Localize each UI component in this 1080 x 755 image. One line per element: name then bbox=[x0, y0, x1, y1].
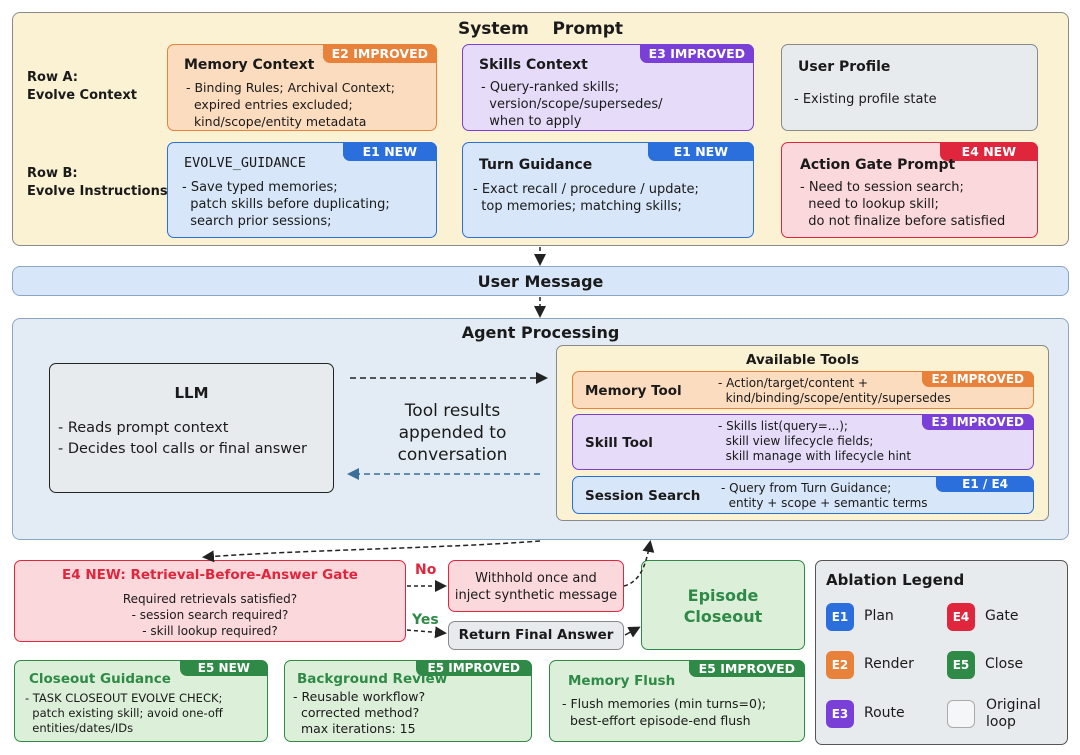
withhold-text: Withhold once and inject synthetic messa… bbox=[454, 571, 618, 603]
turn-guidance-box: E1 NEW Turn Guidance - Exact recall / pr… bbox=[462, 142, 754, 238]
arrow-agent-to-gate bbox=[202, 540, 541, 563]
e2-improved-tag: E2 IMPROVED bbox=[322, 44, 437, 63]
skill-tool-box: E3 IMPROVED Skill Tool - Skills list(que… bbox=[572, 414, 1034, 470]
background-review-body: - Reusable workflow? corrected method? m… bbox=[293, 689, 426, 736]
session-search-body: - Query from Turn Guidance; entity + sco… bbox=[721, 481, 928, 510]
memory-tool-box: E2 IMPROVED Memory Tool - Action/target/… bbox=[572, 371, 1034, 409]
e5-improved-tag: E5 IMPROVED bbox=[415, 660, 532, 676]
legend-label-e4: Gate bbox=[985, 608, 1019, 624]
e1-new-tag: E1 NEW bbox=[342, 142, 437, 161]
user-profile-box: User Profile - Existing profile state bbox=[781, 44, 1038, 131]
skill-tool-body: - Skills list(query=...); skill view lif… bbox=[718, 419, 912, 463]
retrieval-gate-box: E4 NEW: Retrieval-Before-Answer Gate Req… bbox=[14, 560, 406, 642]
closeout-guidance-box: E5 NEW Closeout Guidance - TASK CLOSEOUT… bbox=[14, 660, 268, 742]
no-label: No bbox=[415, 562, 437, 578]
episode-closeout-box: Episode Closeout bbox=[641, 560, 805, 650]
available-tools-title: Available Tools bbox=[745, 352, 860, 368]
e4-new-tag: E4 NEW bbox=[939, 142, 1038, 161]
closeout-guidance-body: - TASK CLOSEOUT EVOLVE CHECK; patch exis… bbox=[25, 691, 223, 735]
skills-context-body: - Query-ranked skills; version/scope/sup… bbox=[481, 80, 663, 129]
legend-badge-e2: E2 bbox=[826, 651, 854, 679]
e2-improved-tag: E2 IMPROVED bbox=[921, 371, 1034, 387]
legend-badge-e5: E5 bbox=[947, 651, 975, 679]
background-review-box: E5 IMPROVED Background Review - Reusable… bbox=[284, 660, 532, 742]
system-prompt-title: System Prompt bbox=[457, 19, 624, 39]
original-loop-label: Original loop bbox=[986, 697, 1041, 730]
memory-context-box: E2 IMPROVED Memory Context - Binding Rul… bbox=[167, 44, 437, 131]
e3-improved-tag: E3 IMPROVED bbox=[639, 44, 754, 63]
evolve-guidance-box: E1 NEW EVOLVE_GUIDANCE - Save typed memo… bbox=[167, 142, 437, 238]
skills-context-box: E3 IMPROVED Skills Context - Query-ranke… bbox=[462, 44, 754, 131]
memory-tool-body: - Action/target/content + kind/binding/s… bbox=[718, 376, 951, 405]
agent-processing-title: Agent Processing bbox=[461, 323, 620, 342]
user-message-bar: User Message bbox=[12, 266, 1069, 296]
retrieval-gate-body: Required retrievals satisfied? - session… bbox=[122, 592, 298, 638]
legend-label-e1: Plan bbox=[864, 608, 894, 624]
legend-badge-e1: E1 bbox=[826, 603, 854, 631]
action-gate-title: Action Gate Prompt bbox=[800, 157, 956, 173]
memory-flush-box: E5 IMPROVED Memory Flush - Flush memorie… bbox=[549, 660, 805, 742]
legend-label-e5: Close bbox=[985, 656, 1024, 672]
row-b-label: Row B: Evolve Instructions bbox=[27, 166, 168, 199]
retrieval-gate-title: E4 NEW: Retrieval-Before-Answer Gate bbox=[62, 567, 358, 583]
e3-improved-tag: E3 IMPROVED bbox=[921, 414, 1034, 430]
return-final-box: Return Final Answer bbox=[448, 621, 624, 650]
yes-label: Yes bbox=[412, 612, 439, 628]
evolve-guidance-body: - Save typed memories; patch skills befo… bbox=[182, 180, 390, 229]
evolve-guidance-title: EVOLVE_GUIDANCE bbox=[184, 155, 306, 171]
tool-results-label: Tool results appended to conversation bbox=[397, 401, 508, 465]
e1-new-tag: E1 NEW bbox=[647, 142, 754, 161]
e5-new-tag: E5 NEW bbox=[179, 660, 268, 676]
return-final-text: Return Final Answer bbox=[458, 627, 614, 643]
e5-improved-tag: E5 IMPROVED bbox=[688, 660, 805, 677]
skill-tool-title: Skill Tool bbox=[585, 435, 653, 451]
background-review-title: Background Review bbox=[297, 671, 448, 687]
memory-context-body: - Binding Rules; Archival Context; expir… bbox=[186, 80, 395, 129]
legend-title: Ablation Legend bbox=[826, 571, 965, 589]
llm-title: LLM bbox=[174, 384, 209, 402]
llm-box: LLM - Reads prompt context - Decides too… bbox=[49, 363, 334, 493]
memory-flush-body: - Flush memories (min turns=0); best-eff… bbox=[562, 696, 767, 728]
legend-label-e2: Render bbox=[864, 656, 914, 672]
memory-context-title: Memory Context bbox=[184, 57, 315, 73]
closeout-guidance-title: Closeout Guidance bbox=[29, 671, 171, 687]
legend-label-e3: Route bbox=[864, 705, 905, 721]
llm-body: - Reads prompt context - Decides tool ca… bbox=[58, 420, 308, 457]
legend-badge-e3: E3 bbox=[826, 700, 854, 728]
user-message-title: User Message bbox=[477, 272, 604, 291]
original-loop-swatch bbox=[947, 700, 975, 728]
arrow-yes bbox=[406, 626, 447, 639]
turn-guidance-body: - Exact recall / procedure / update; top… bbox=[473, 182, 699, 214]
user-profile-title: User Profile bbox=[798, 59, 891, 75]
memory-tool-title: Memory Tool bbox=[585, 383, 682, 399]
row-a-label: Row A: Evolve Context bbox=[27, 70, 137, 103]
withhold-box: Withhold once and inject synthetic messa… bbox=[448, 560, 624, 612]
action-gate-body: - Need to session search; need to lookup… bbox=[800, 180, 1006, 229]
turn-guidance-title: Turn Guidance bbox=[479, 157, 593, 173]
action-gate-box: E4 NEW Action Gate Prompt - Need to sess… bbox=[781, 142, 1038, 238]
memory-flush-title: Memory Flush bbox=[568, 673, 676, 689]
session-search-box: E1 / E4 Session Search - Query from Turn… bbox=[572, 476, 1034, 514]
user-profile-body: - Existing profile state bbox=[794, 92, 937, 107]
legend-badge-e4: E4 bbox=[947, 603, 975, 631]
e1-e4-tag: E1 / E4 bbox=[936, 476, 1034, 492]
episode-closeout-text: Episode Closeout bbox=[683, 586, 763, 626]
session-search-title: Session Search bbox=[585, 488, 701, 504]
skills-context-title: Skills Context bbox=[479, 57, 588, 73]
arrow-final-to-closeout bbox=[624, 626, 641, 638]
